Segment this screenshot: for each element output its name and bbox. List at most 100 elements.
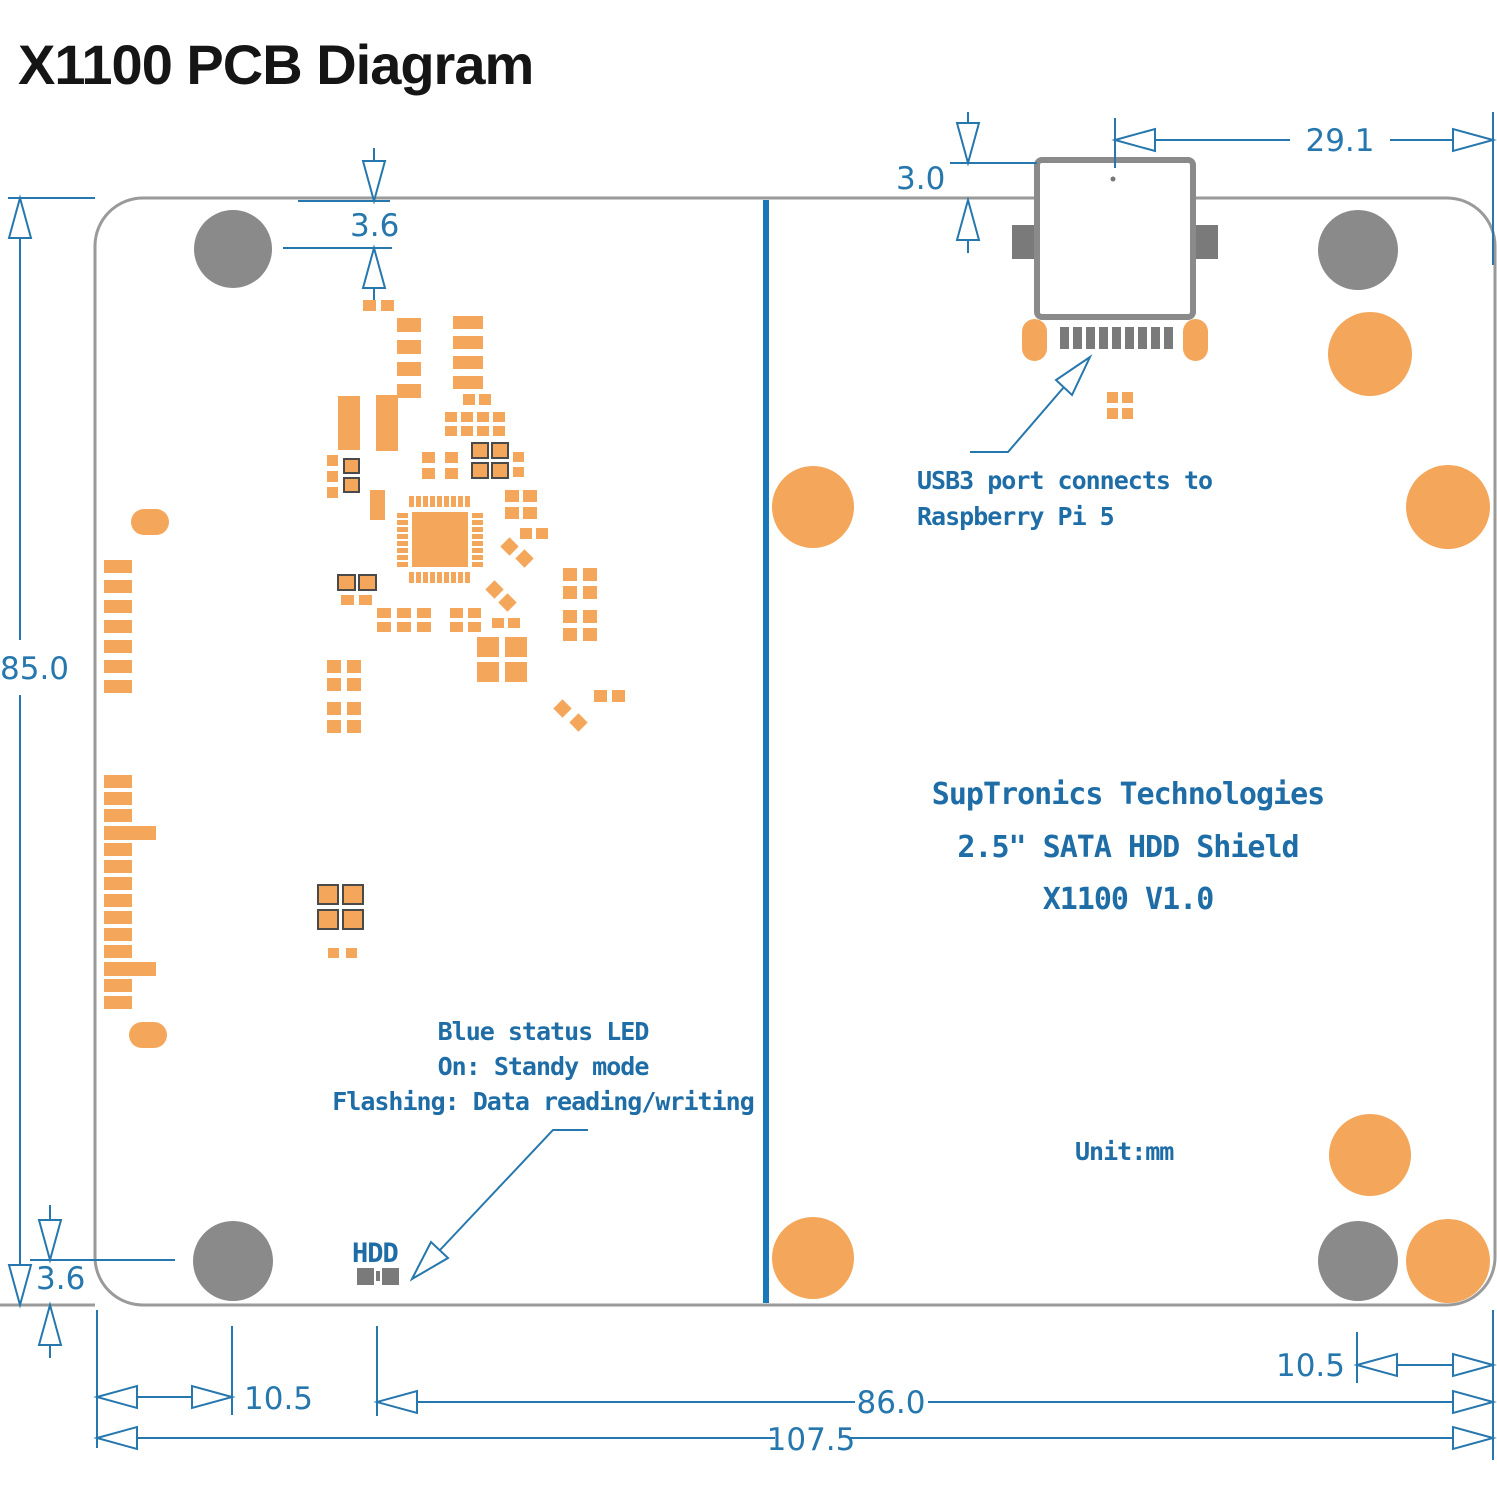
smd-pad [491, 462, 509, 479]
smd-pad [445, 412, 457, 422]
smd-pad [397, 362, 421, 376]
smd-pad [472, 548, 483, 553]
smd-pad [472, 520, 483, 525]
smd-pad [397, 513, 408, 518]
smd-pad [1107, 392, 1118, 403]
smd-pad [422, 452, 435, 463]
smd-pad [397, 534, 408, 539]
board-outline [0, 196, 1497, 1307]
smd-pad [104, 680, 132, 693]
smd-pad [465, 572, 470, 583]
smd-pad [477, 412, 489, 422]
arrow-up-icon [37, 1301, 63, 1346]
smd-pad [477, 662, 499, 682]
smd-pad [1122, 408, 1133, 419]
smd-pad [377, 608, 391, 618]
smd-pad [583, 610, 597, 623]
pad-hole [772, 466, 854, 548]
smd-pad [416, 496, 421, 507]
dim-hole-top-offset: 3.6 [283, 148, 399, 300]
smd-pad [513, 467, 524, 477]
smd-pad [465, 496, 470, 507]
component-pad [1086, 327, 1095, 349]
pcb-board-edge [93, 196, 1497, 1307]
arrow-up-icon [955, 196, 981, 241]
dim-hole-bottom-offset: 3.6 [30, 1205, 175, 1358]
component-pad [1012, 225, 1037, 259]
smd-pad [472, 513, 483, 518]
smd-pad [505, 637, 527, 657]
led-note-line1: Blue status LED [438, 1017, 649, 1046]
smd-pad [471, 462, 489, 479]
smd-pad [338, 396, 360, 450]
smd-pad [553, 699, 572, 718]
arrow-down-icon [955, 122, 981, 167]
smd-pad [317, 884, 339, 905]
status-led-annotation: Blue status LED On: Standy mode Flashing… [332, 1017, 755, 1282]
smd-pad [563, 568, 577, 581]
component-pad [1164, 327, 1173, 349]
smd-pad [104, 979, 132, 992]
pad-hole [1328, 312, 1412, 396]
smd-pad [104, 962, 156, 976]
smd-pad [347, 660, 361, 673]
smd-pad [104, 660, 132, 673]
smd-pad [397, 340, 421, 354]
smd-pad [515, 549, 534, 568]
led-note-line3: Flashing: Data reading/writing [332, 1087, 754, 1116]
arrow-up-icon [7, 194, 33, 239]
smd-pad [422, 468, 435, 479]
smd-pad [1122, 392, 1133, 403]
component-pad [1112, 327, 1121, 349]
component-pad [1125, 327, 1134, 349]
component-pad [376, 1271, 380, 1281]
silk-line3: X1100 V1.0 [1043, 882, 1214, 917]
dim-hole-left-offset: 10.5 [93, 1310, 313, 1448]
smd-pad [412, 512, 468, 567]
usb3-annotation: USB3 port connects to Raspberry Pi 5 [917, 354, 1213, 531]
component-pad [1193, 225, 1218, 259]
smd-pad [563, 628, 577, 641]
pad-hole [1329, 1114, 1411, 1196]
dim-divider-to-right: 86.0 [373, 1326, 1497, 1421]
smd-pad [104, 620, 132, 633]
dim-label-10-5-left: 10.5 [244, 1381, 313, 1417]
arrow-down-icon [7, 1264, 33, 1309]
dim-label-107-5: 107.5 [767, 1422, 856, 1458]
smd-pad [342, 884, 364, 905]
usb-port-mark [1110, 176, 1116, 182]
dim-label-3-0: 3.0 [896, 161, 945, 197]
arrow-down-icon [37, 1219, 63, 1264]
led-note-line2: On: Standy mode [438, 1052, 650, 1081]
smd-pad [437, 496, 442, 507]
smd-pad [493, 426, 505, 436]
component-pad [1138, 327, 1147, 349]
arrow-left-icon [1111, 127, 1156, 153]
hdd-label: HDD [352, 1238, 399, 1269]
smd-pad [536, 528, 548, 539]
smd-pad [397, 520, 408, 525]
smd-pad [468, 608, 481, 618]
smd-pad [359, 595, 372, 605]
smd-pad [612, 690, 625, 702]
smd-pad [498, 593, 517, 612]
smd-pad [583, 628, 597, 641]
smd-pad [508, 618, 520, 628]
smd-pad [327, 487, 338, 498]
smd-pad [523, 490, 537, 502]
smd-pad [104, 775, 132, 788]
smd-pad [104, 894, 132, 907]
smd-pad [523, 507, 537, 519]
smd-pad [104, 640, 132, 653]
smd-pad [397, 562, 408, 567]
pad-hole [772, 1217, 854, 1299]
smd-pad [397, 527, 408, 532]
page-title: X1100 PCB Diagram [18, 33, 533, 96]
smd-pad [505, 662, 527, 682]
dim-label-29-1: 29.1 [1305, 123, 1374, 159]
smd-pad [416, 572, 421, 583]
component-pad [1099, 327, 1108, 349]
smd-pad [104, 809, 132, 822]
smd-pad [347, 678, 361, 691]
smd-pad [468, 622, 481, 632]
